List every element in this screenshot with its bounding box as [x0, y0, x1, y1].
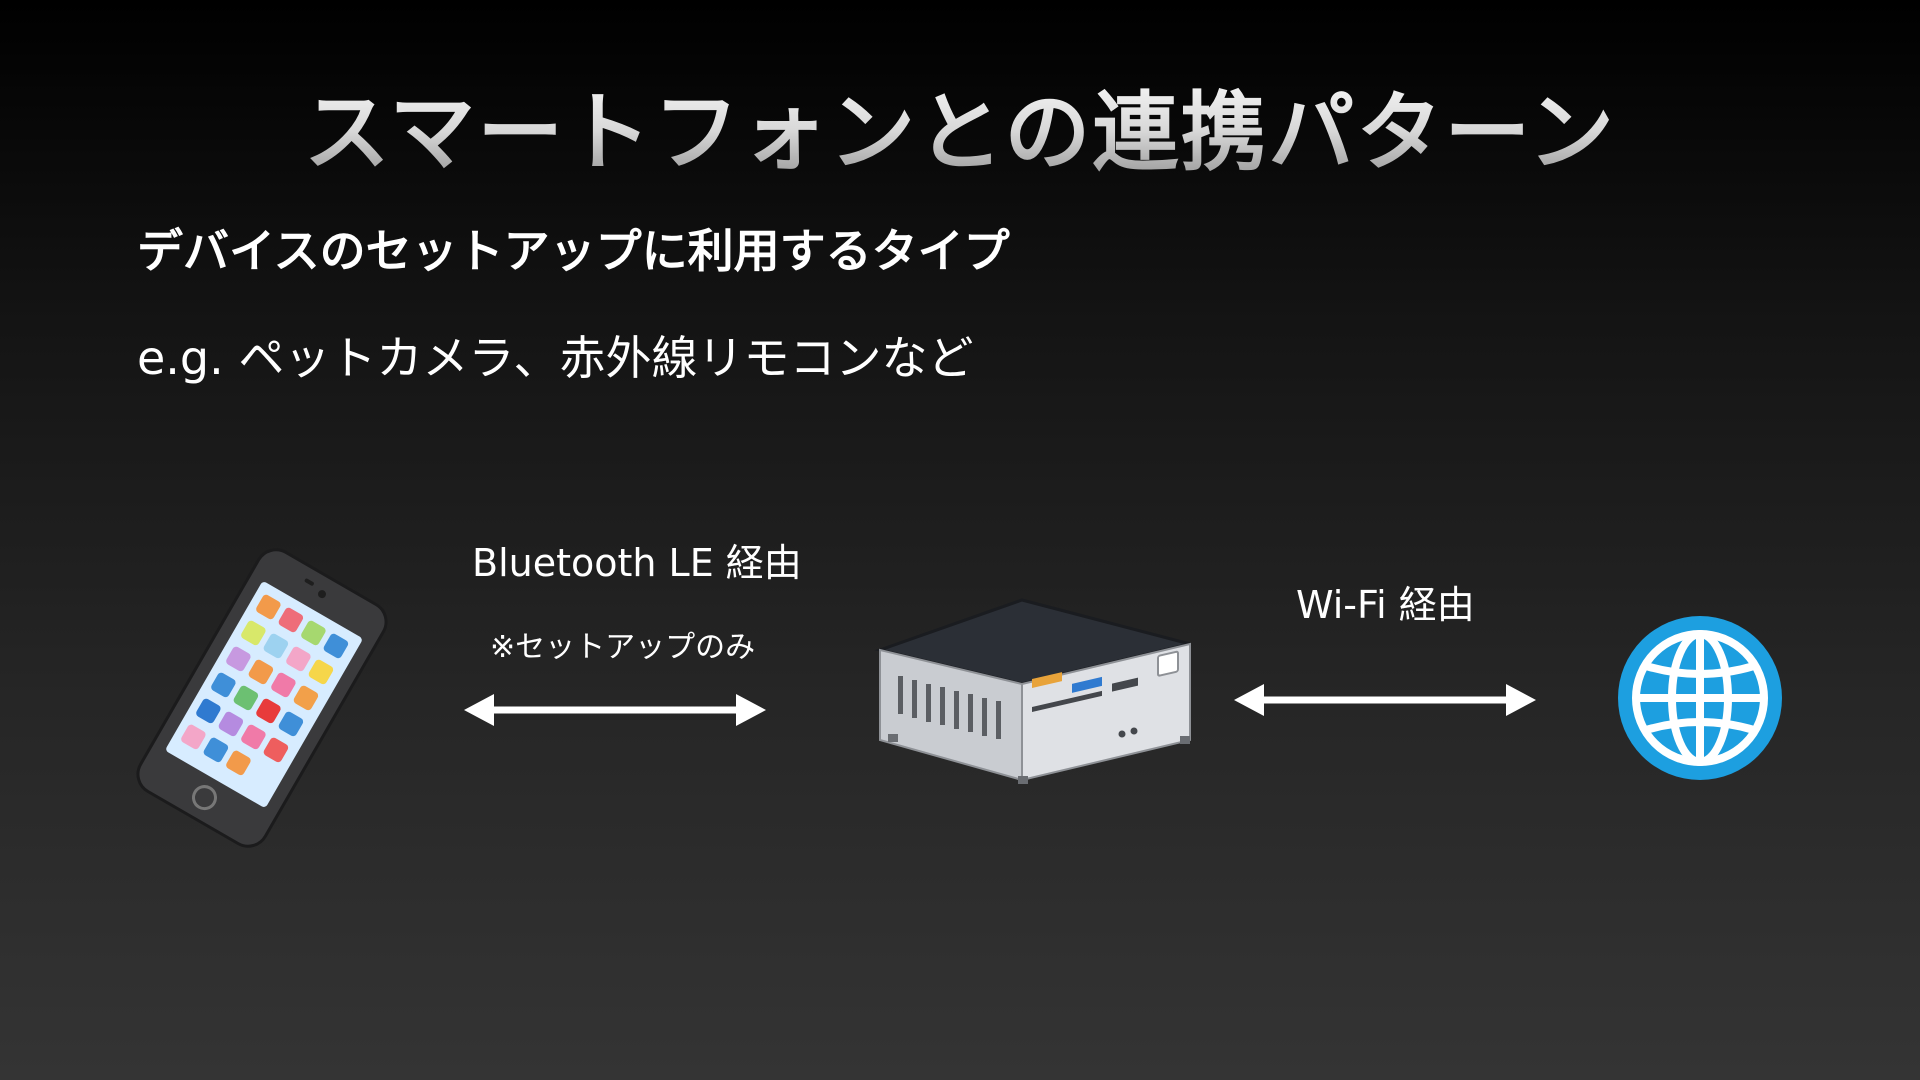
- globe-icon: [1618, 616, 1782, 780]
- bluetooth-link-label: Bluetooth LE 経由: [472, 541, 802, 585]
- bluetooth-link-note: ※セットアップのみ: [490, 630, 756, 665]
- wifi-link-label: Wi-Fi 経由: [1296, 583, 1475, 627]
- smartphone-icon: [136, 548, 388, 848]
- wifi-double-arrow: [1234, 684, 1536, 716]
- example-text: e.g. ペットカメラ、赤外線リモコンなど: [137, 331, 974, 385]
- bluetooth-double-arrow: [464, 694, 766, 726]
- slide-title: スマートフォンとの連携パターン: [0, 62, 1920, 187]
- slide-subtitle: デバイスのセットアップに利用するタイプ: [137, 224, 1010, 278]
- mini-pc-icon: [874, 598, 1191, 784]
